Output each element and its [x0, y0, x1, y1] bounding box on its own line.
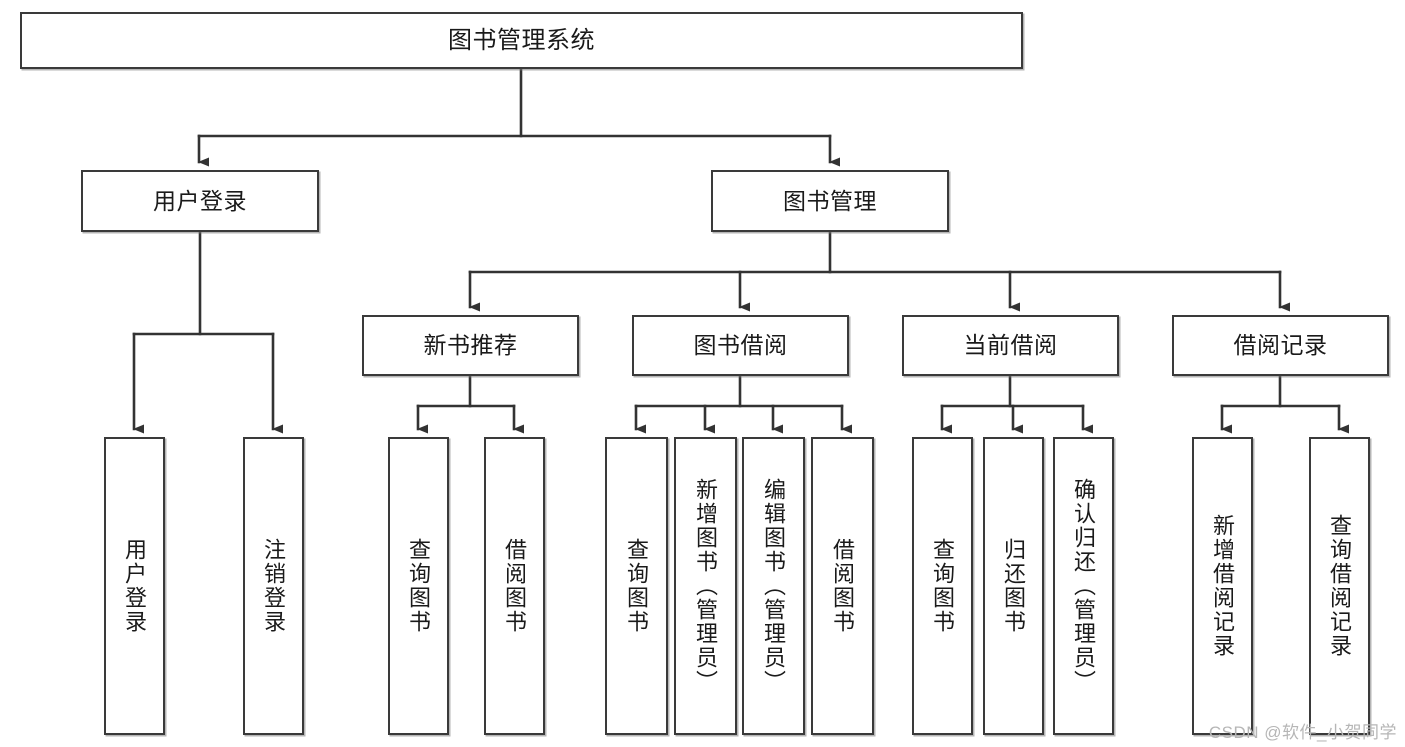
node-leaf-confirm-return-label: 确认归还（管理员） [1071, 478, 1097, 694]
node-leaf-query-book-1[interactable]: 查询图书 [388, 437, 449, 735]
node-book-manage-label: 图书管理 [783, 187, 877, 214]
node-leaf-return-book-label: 归还图书 [1001, 538, 1027, 634]
node-leaf-query-book-1-label: 查询图书 [406, 538, 432, 634]
node-root[interactable]: 图书管理系统 [20, 12, 1023, 69]
node-leaf-borrow-book-2[interactable]: 借阅图书 [811, 437, 874, 735]
node-leaf-edit-book[interactable]: 编辑图书（管理员） [742, 437, 805, 735]
node-current-borrow-label: 当前借阅 [963, 332, 1058, 359]
node-leaf-user-login[interactable]: 用户登录 [104, 437, 165, 735]
node-leaf-edit-book-label: 编辑图书（管理员） [761, 478, 787, 694]
node-leaf-return-book[interactable]: 归还图书 [983, 437, 1044, 735]
watermark: CSDN @软件_小贺同学 [1208, 723, 1397, 742]
node-leaf-query-book-2-label: 查询图书 [624, 538, 650, 634]
node-user-login-label: 用户登录 [153, 187, 247, 214]
node-leaf-add-borrow-record-label: 新增借阅记录 [1210, 514, 1236, 658]
node-book-borrow[interactable]: 图书借阅 [632, 315, 849, 376]
node-leaf-query-book-3[interactable]: 查询图书 [912, 437, 973, 735]
node-leaf-add-borrow-record[interactable]: 新增借阅记录 [1192, 437, 1253, 735]
node-leaf-confirm-return[interactable]: 确认归还（管理员） [1053, 437, 1114, 735]
node-book-manage[interactable]: 图书管理 [711, 170, 949, 232]
node-leaf-borrow-book-1-label: 借阅图书 [502, 538, 528, 634]
node-user-login[interactable]: 用户登录 [81, 170, 319, 232]
node-leaf-borrow-book-1[interactable]: 借阅图书 [484, 437, 545, 735]
node-current-borrow[interactable]: 当前借阅 [902, 315, 1119, 376]
node-leaf-query-book-3-label: 查询图书 [930, 538, 956, 634]
node-leaf-user-logout[interactable]: 注销登录 [243, 437, 304, 735]
node-leaf-add-book-label: 新增图书（管理员） [693, 478, 719, 694]
node-leaf-user-logout-label: 注销登录 [261, 538, 287, 634]
node-root-label: 图书管理系统 [448, 26, 595, 54]
node-borrow-record-label: 借阅记录 [1233, 332, 1328, 359]
node-leaf-add-book[interactable]: 新增图书（管理员） [674, 437, 737, 735]
node-book-borrow-label: 图书借阅 [693, 332, 788, 359]
node-leaf-query-book-2[interactable]: 查询图书 [605, 437, 668, 735]
node-leaf-query-borrow-record[interactable]: 查询借阅记录 [1309, 437, 1370, 735]
node-new-book-recommend-label: 新书推荐 [423, 332, 518, 359]
node-borrow-record[interactable]: 借阅记录 [1172, 315, 1389, 376]
node-leaf-borrow-book-2-label: 借阅图书 [830, 538, 856, 634]
node-new-book-recommend[interactable]: 新书推荐 [362, 315, 579, 376]
node-leaf-user-login-label: 用户登录 [122, 538, 148, 634]
node-leaf-query-borrow-record-label: 查询借阅记录 [1327, 514, 1353, 658]
